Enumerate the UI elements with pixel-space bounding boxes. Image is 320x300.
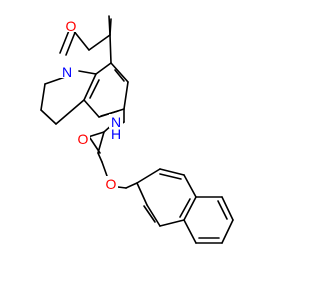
bond	[83, 99, 100, 118]
bond	[78, 70, 97, 75]
bond	[221, 196, 234, 221]
atom-layer: O N N H O O	[60, 18, 123, 192]
bond	[146, 204, 161, 227]
bond	[55, 99, 85, 125]
bond	[40, 83, 46, 111]
molecule-structure: O N N H O O	[40, 15, 234, 244]
bond	[143, 205, 156, 223]
bond	[114, 69, 125, 82]
bond	[136, 168, 161, 184]
bond	[59, 27, 71, 54]
bond	[159, 173, 182, 180]
bond	[117, 186, 127, 189]
atom-n-lactam: N	[62, 64, 72, 80]
bond	[183, 174, 197, 198]
bond	[110, 62, 129, 83]
bond	[95, 62, 112, 75]
bond	[159, 219, 185, 227]
bond-layer	[40, 15, 234, 244]
bond	[97, 152, 103, 163]
bond	[159, 168, 185, 176]
atom-h-amide: H	[111, 126, 121, 142]
atom-o-ether: O	[106, 176, 117, 192]
bond	[125, 182, 138, 189]
bond	[101, 161, 108, 177]
bond	[100, 110, 119, 117]
atom-n-amide: N	[111, 114, 121, 130]
bond	[183, 219, 197, 244]
bond	[65, 29, 77, 56]
bond	[72, 29, 90, 51]
bond	[88, 34, 111, 51]
bond	[183, 196, 197, 221]
bond	[40, 109, 57, 125]
bond	[89, 137, 101, 154]
bond	[89, 79, 100, 99]
bond	[221, 219, 234, 244]
bond	[97, 131, 105, 154]
bond	[136, 182, 148, 206]
atom-o-carbonyl-amide: O	[78, 131, 89, 147]
bond	[87, 131, 105, 138]
bond	[217, 200, 228, 220]
bond	[179, 198, 191, 218]
bond	[123, 81, 129, 110]
bond	[109, 18, 112, 36]
atom-o-carbonyl-lactam: O	[66, 18, 77, 34]
bond	[109, 34, 112, 64]
bond	[83, 73, 97, 101]
